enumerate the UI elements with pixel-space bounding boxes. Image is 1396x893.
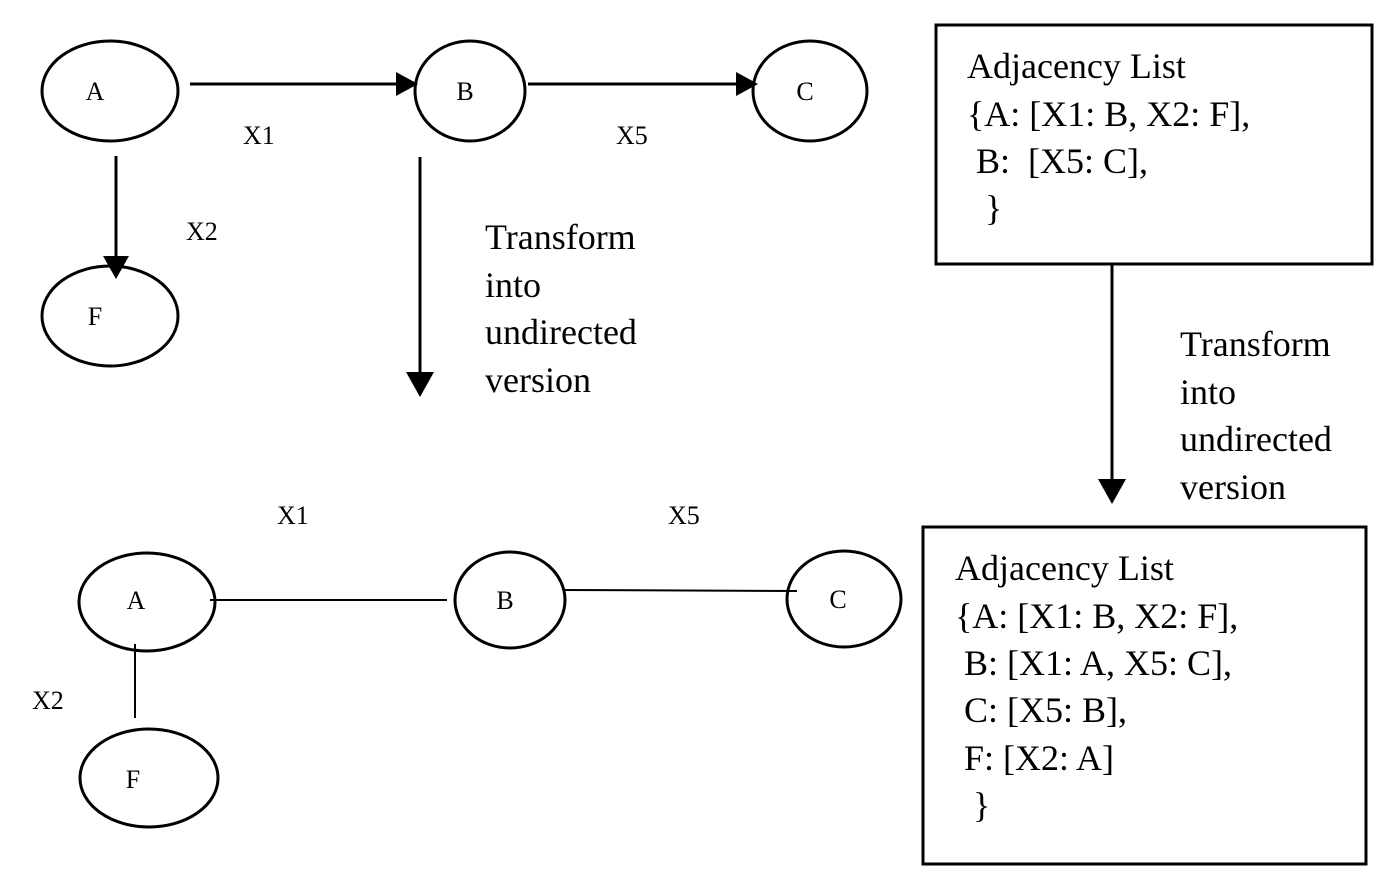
arrowhead-a-b xyxy=(396,72,418,96)
directed-graph-labels: A B C F X1 X5 X2 xyxy=(86,77,814,331)
directed-edge-label-x2: X2 xyxy=(186,217,218,246)
undirected-graph xyxy=(134,589,798,718)
transform-caption-graph-line: into xyxy=(485,265,541,305)
directed-edge-label-x1: X1 xyxy=(243,121,275,150)
undirected-node-c xyxy=(785,549,903,649)
directed-node-f xyxy=(40,264,180,368)
undirected-node-f xyxy=(78,727,220,829)
adjacency-line: } xyxy=(955,785,990,825)
undirected-node-b xyxy=(453,550,567,650)
directed-node-b xyxy=(413,39,527,143)
undirected-graph-labels: A B C F X1 X5 X2 xyxy=(32,501,847,794)
transform-caption-list-line: undirected xyxy=(1180,419,1332,459)
directed-node-a-label: A xyxy=(86,77,105,106)
adjacency-list-directed: Adjacency List {A: [X1: B, X2: F], B: [X… xyxy=(0,0,1295,228)
directed-edge-label-x5: X5 xyxy=(616,121,648,150)
undirected-edge-b-c xyxy=(563,589,798,592)
transform-caption-list-line: Transform xyxy=(1180,324,1331,364)
transform-arrow-graph xyxy=(406,157,434,397)
adjacency-line: {A: [X1: B, X2: F], xyxy=(967,94,1250,134)
transform-caption-graph: Transform into undirected version xyxy=(485,217,646,400)
directed-node-a xyxy=(40,39,180,143)
adjacency-line: } xyxy=(967,188,1002,228)
transform-arrow-list xyxy=(1098,264,1126,504)
adjacency-line: B: [X1: A, X5: C], xyxy=(955,643,1232,683)
transform-caption-graph-line: Transform xyxy=(485,217,636,257)
undirected-node-c-label: C xyxy=(829,585,846,614)
directed-node-c xyxy=(751,39,869,143)
undirected-node-a xyxy=(77,551,217,653)
adjacency-box-directed xyxy=(934,23,1374,266)
undirected-graph-nodes xyxy=(77,549,903,829)
adjacency-line: B: [X5: C], xyxy=(967,141,1148,181)
directed-node-c-label: C xyxy=(796,77,813,106)
transform-caption-list: Transform into undirected version xyxy=(1180,324,1341,507)
transform-caption-list-line: version xyxy=(1180,467,1286,507)
adjacency-line: F: [X2: A] xyxy=(955,738,1114,778)
undirected-node-b-label: B xyxy=(496,586,513,615)
directed-node-f-label: F xyxy=(88,302,102,331)
arrowhead-b-c xyxy=(736,72,758,96)
undirected-node-f-label: F xyxy=(126,765,140,794)
transform-caption-graph-line: version xyxy=(485,360,591,400)
undirected-edge-label-x5: X5 xyxy=(668,501,700,530)
transform-caption-list-line: into xyxy=(1180,372,1236,412)
adjacency-line: {A: [X1: B, X2: F], xyxy=(955,596,1238,636)
adjacency-line: C: [X5: B], xyxy=(955,690,1127,730)
adjacency-line: Adjacency List xyxy=(955,548,1174,588)
undirected-edge-label-x2: X2 xyxy=(32,686,64,715)
adjacency-box-undirected xyxy=(921,525,1368,866)
adjacency-line: Adjacency List xyxy=(967,46,1186,86)
adjacency-list-undirected: Adjacency List {A: [X1: B, X2: F], B: [X… xyxy=(955,548,1238,825)
undirected-node-a-label: A xyxy=(127,586,146,615)
directed-node-b-label: B xyxy=(456,77,473,106)
undirected-edge-label-x1: X1 xyxy=(277,501,309,530)
transform-caption-graph-line: undirected xyxy=(485,312,637,352)
directed-graph xyxy=(40,39,869,368)
